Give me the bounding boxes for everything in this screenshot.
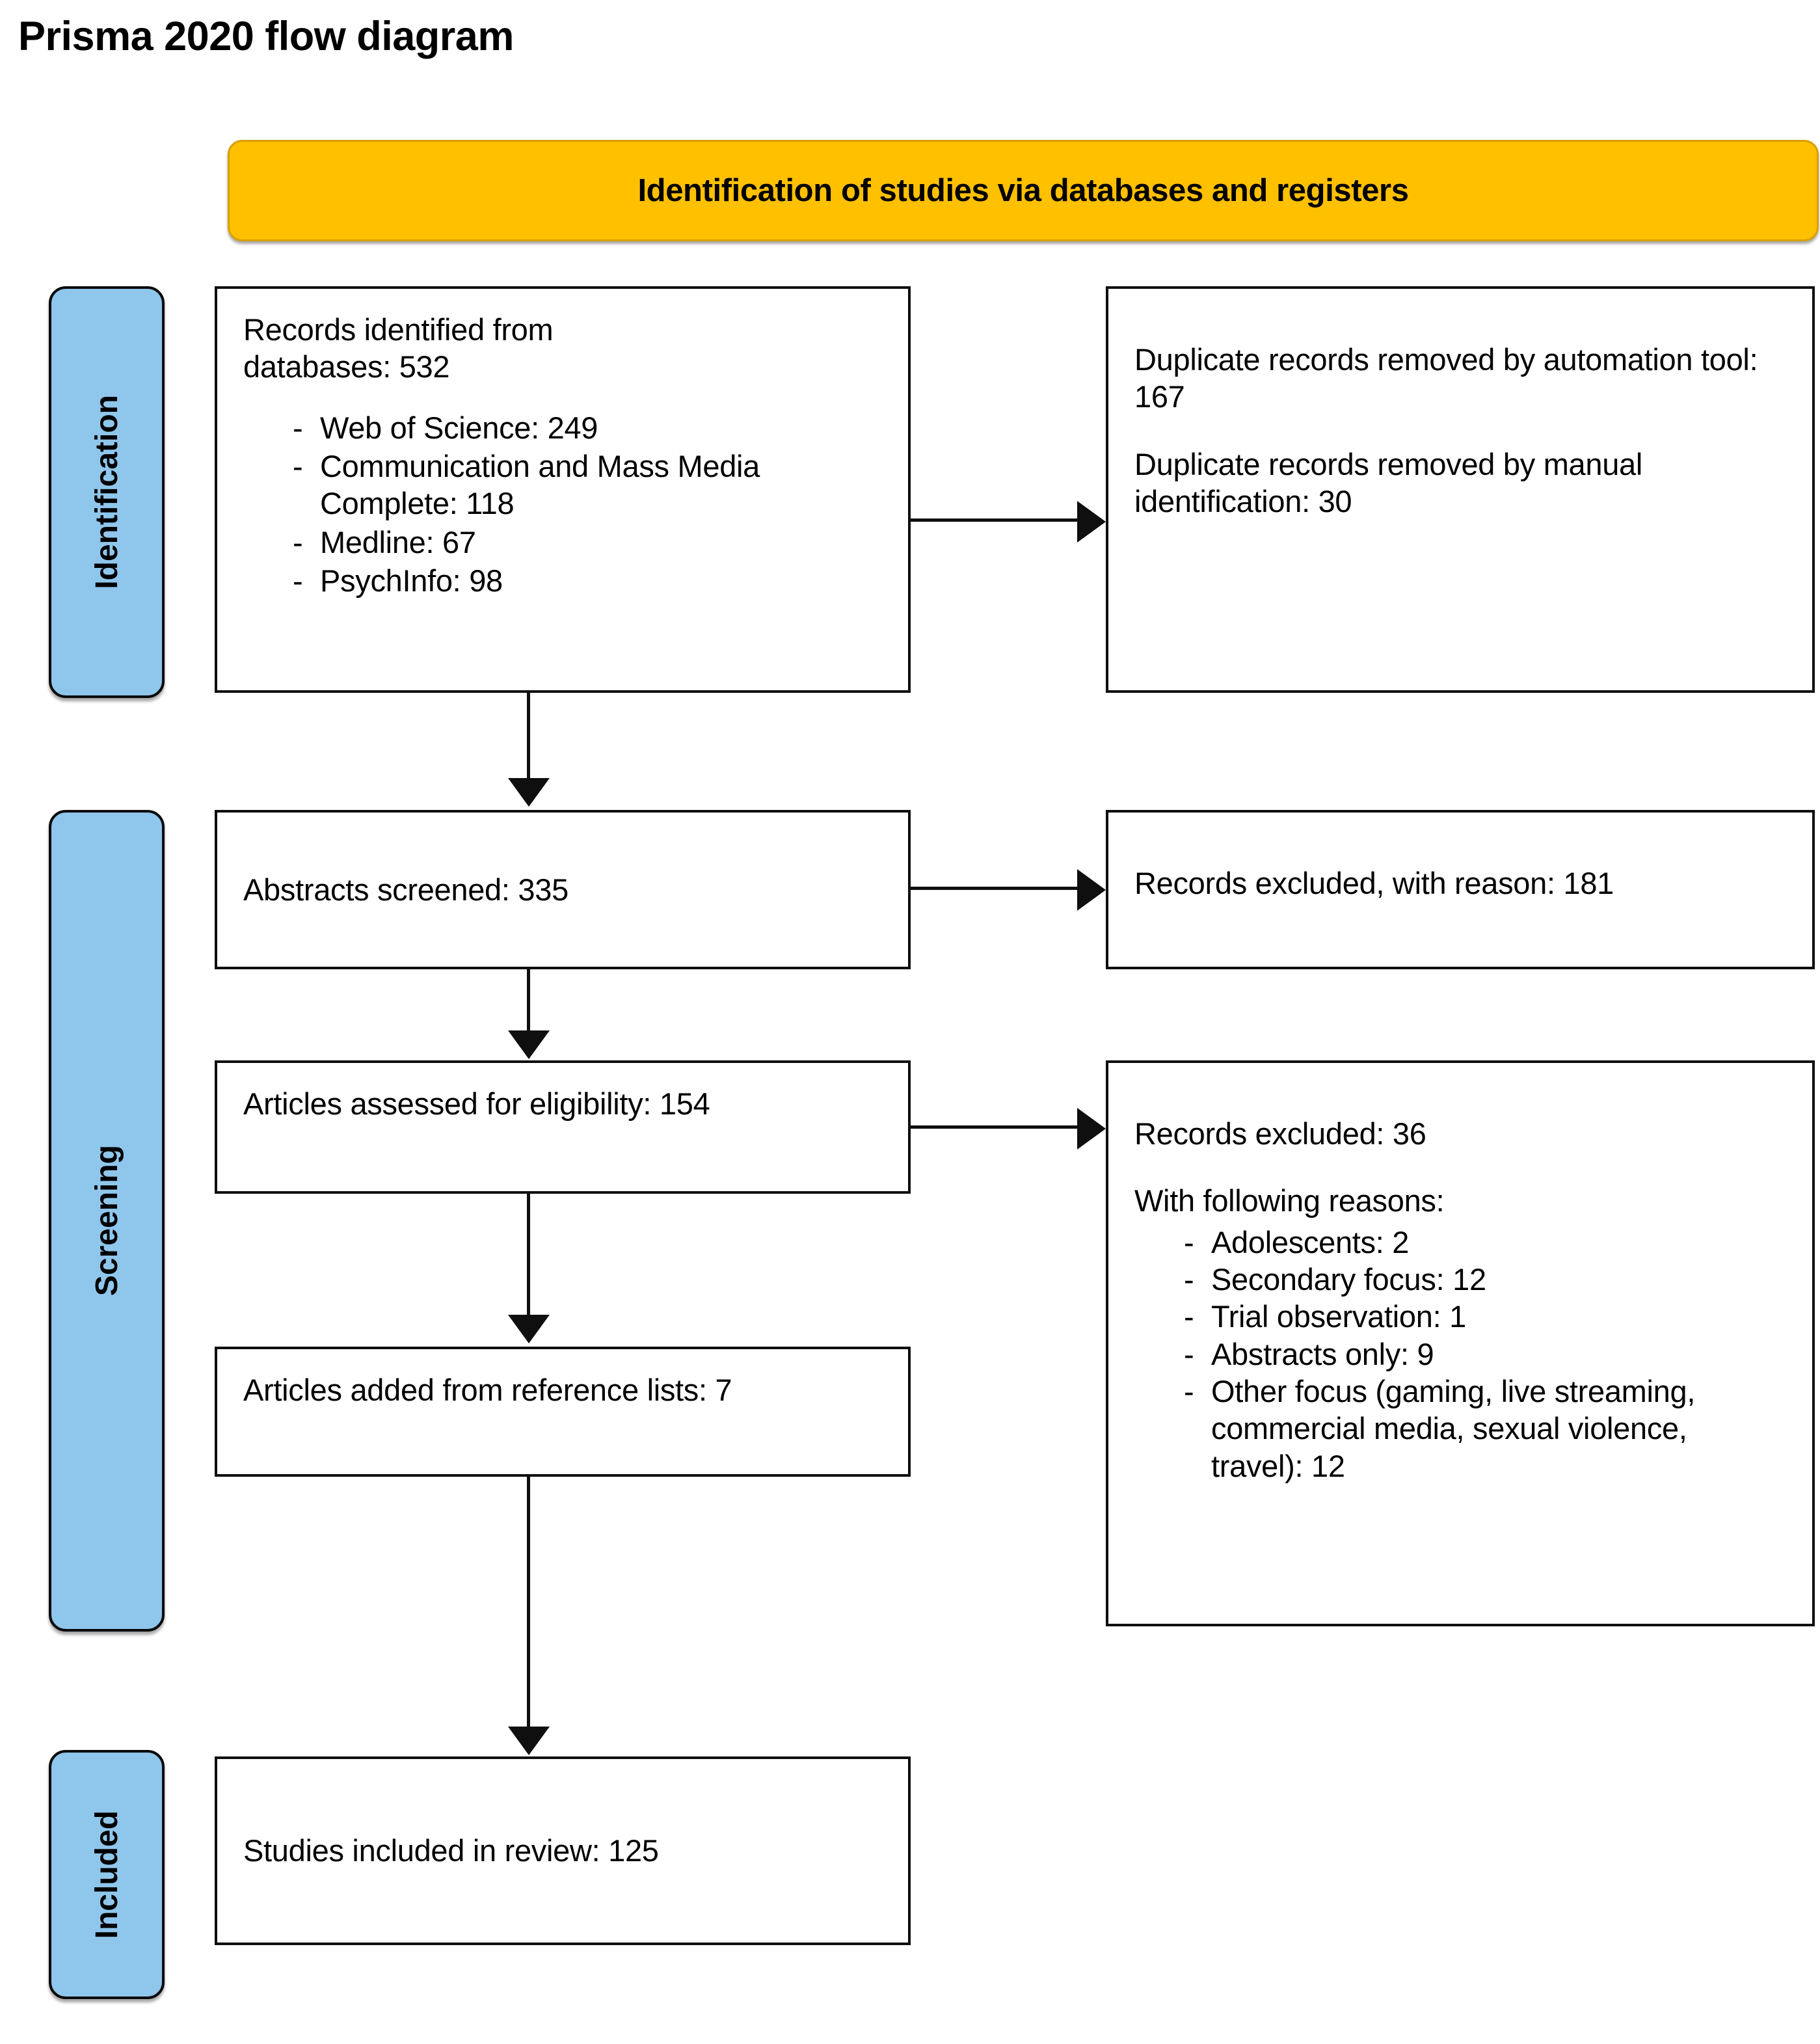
source-label: Medline: 67 xyxy=(320,524,476,559)
box-records-identified: Records identified from databases: 532 -… xyxy=(215,286,911,693)
arrowhead-down-icon xyxy=(508,1315,550,1343)
list-item: - Other focus (gaming, live streaming, c… xyxy=(1134,1373,1786,1485)
arrowhead-down-icon xyxy=(508,1030,550,1059)
box-records-excluded-with-reason: Records excluded, with reason: 181 xyxy=(1106,810,1815,969)
connector-eligibility-to-reference xyxy=(527,1194,530,1317)
connector-eligibility-to-excluded-detail xyxy=(911,1125,1081,1129)
stage-label-included: Included xyxy=(49,1750,165,1999)
records-identified-line1: Records identified from xyxy=(243,312,554,347)
bullet-dash: - xyxy=(1184,1373,1194,1408)
source-label: PsychInfo: 98 xyxy=(320,563,503,598)
arrowhead-down-icon xyxy=(508,1727,550,1755)
page-title: Prisma 2020 flow diagram xyxy=(18,14,514,59)
reason-label: Other focus (gaming, live streaming, com… xyxy=(1211,1373,1696,1483)
identification-banner-label: Identification of studies via databases … xyxy=(637,173,1409,208)
list-item: - Secondary focus: 12 xyxy=(1134,1261,1786,1298)
arrowhead-right-icon xyxy=(1077,869,1106,911)
records-excluded-reason-list: - Adolescents: 2 - Secondary focus: 12 -… xyxy=(1134,1224,1786,1485)
records-identified-source-list: - Web of Science: 249 - Communication an… xyxy=(243,409,882,600)
stage-label-screening-text: Screening xyxy=(89,1145,124,1297)
box-duplicate-records-removed: Duplicate records removed by automation … xyxy=(1106,286,1815,693)
bullet-dash: - xyxy=(293,410,303,445)
identification-banner: Identification of studies via databases … xyxy=(228,140,1819,241)
stage-label-screening: Screening xyxy=(49,810,165,1632)
duplicates-manual-text: Duplicate records removed by manual iden… xyxy=(1134,446,1643,518)
connector-records-to-abstracts xyxy=(527,693,530,781)
connector-records-to-duplicates xyxy=(911,518,1081,522)
list-item: - Communication and Mass Media Complete:… xyxy=(243,448,882,522)
bullet-dash: - xyxy=(293,524,303,559)
box-articles-added-reference-lists: Articles added from reference lists: 7 xyxy=(215,1347,911,1477)
arrowhead-down-icon xyxy=(508,778,550,807)
box-articles-assessed-eligibility: Articles assessed for eligibility: 154 xyxy=(215,1060,911,1194)
records-excluded-heading: Records excluded: 36 xyxy=(1134,1116,1426,1151)
abstracts-screened-text: Abstracts screened: 335 xyxy=(243,872,569,907)
bullet-dash: - xyxy=(1184,1299,1194,1334)
source-label: Communication and Mass Media Complete: 1… xyxy=(320,448,760,521)
list-item: - Adolescents: 2 xyxy=(1134,1224,1786,1261)
arrowhead-right-icon xyxy=(1077,1108,1106,1150)
bullet-dash: - xyxy=(293,563,303,598)
bullet-dash: - xyxy=(1184,1261,1194,1297)
list-item: - Trial observation: 1 xyxy=(1134,1298,1786,1335)
box-records-excluded-detail: Records excluded: 36 With following reas… xyxy=(1106,1060,1815,1626)
reason-label: Adolescents: 2 xyxy=(1211,1224,1410,1259)
bullet-dash: - xyxy=(1184,1224,1194,1259)
reason-label: Trial observation: 1 xyxy=(1211,1299,1466,1334)
source-label: Web of Science: 249 xyxy=(320,410,598,445)
bullet-dash: - xyxy=(293,448,303,483)
stage-label-included-text: Included xyxy=(89,1810,124,1939)
bullet-dash: - xyxy=(1184,1336,1194,1371)
articles-eligibility-text: Articles assessed for eligibility: 154 xyxy=(243,1086,710,1121)
duplicates-automation-text: Duplicate records removed by automation … xyxy=(1134,342,1758,414)
list-item: - Abstracts only: 9 xyxy=(1134,1336,1786,1373)
studies-included-text: Studies included in review: 125 xyxy=(243,1833,659,1868)
reason-label: Secondary focus: 12 xyxy=(1211,1261,1486,1297)
list-item: - Medline: 67 xyxy=(243,524,882,561)
box-abstracts-screened: Abstracts screened: 335 xyxy=(215,810,911,969)
articles-reference-text: Articles added from reference lists: 7 xyxy=(243,1373,732,1407)
records-identified-line2: databases: 532 xyxy=(243,349,450,384)
connector-abstracts-to-eligibility xyxy=(527,969,530,1033)
list-item: - Web of Science: 249 xyxy=(243,409,882,446)
list-item: - PsychInfo: 98 xyxy=(243,562,882,599)
records-excluded-reason-text: Records excluded, with reason: 181 xyxy=(1134,866,1614,900)
connector-reference-to-included xyxy=(527,1477,530,1729)
stage-label-identification: Identification xyxy=(49,286,165,698)
reason-label: Abstracts only: 9 xyxy=(1211,1336,1434,1371)
connector-abstracts-to-excluded xyxy=(911,887,1081,890)
stage-label-identification-text: Identification xyxy=(89,395,124,589)
arrowhead-right-icon xyxy=(1077,501,1106,543)
records-excluded-subheading: With following reasons: xyxy=(1134,1183,1445,1218)
box-studies-included-review: Studies included in review: 125 xyxy=(215,1756,911,1945)
